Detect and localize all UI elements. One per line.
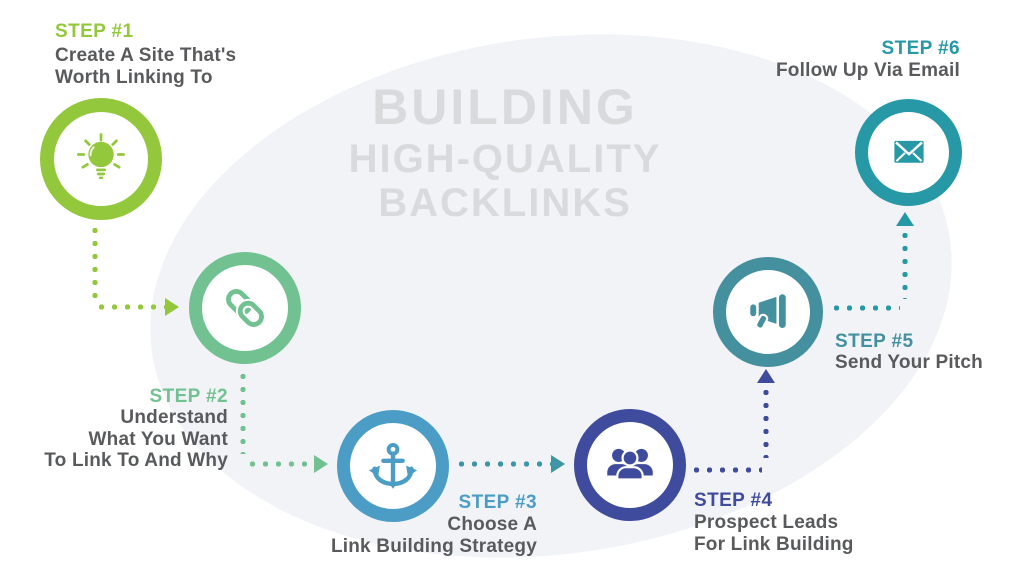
step-2-label: STEP #2	[149, 386, 228, 407]
envelope-icon	[893, 140, 924, 163]
arrow-right-icon	[165, 298, 179, 316]
step-2-line-3: To Link To And Why	[44, 450, 228, 471]
step-4-line-2: For Link Building	[694, 533, 854, 555]
step-4-line-1: Prospect Leads	[694, 512, 839, 533]
dotted-line-horizontal	[830, 305, 900, 311]
step-5-description: Send Your Pitch	[835, 352, 983, 374]
dotted-line-horizontal	[690, 467, 762, 473]
step-6-description: Follow Up Via Email	[740, 60, 960, 82]
chain-link-icon	[226, 289, 266, 329]
watermark-title: BUILDING HIGH-QUALITY BACKLINKS	[250, 82, 760, 223]
watermark-line-3: BACKLINKS	[378, 181, 632, 225]
step-1-label: STEP #1	[55, 21, 134, 42]
dotted-line-horizontal	[455, 461, 551, 467]
dotted-line-vertical	[902, 229, 908, 299]
step-4-description: Prospect Leads For Link Building	[694, 512, 854, 555]
step-3-circle	[337, 410, 449, 522]
step-3-description: Choose A Link Building Strategy	[297, 514, 537, 557]
watermark-line-2: HIGH-QUALITY	[348, 137, 662, 181]
step-2-description: Understand What You Want To Link To And …	[8, 407, 228, 472]
anchor-icon	[368, 443, 418, 489]
step-6-line-1: Follow Up Via Email	[776, 60, 960, 81]
arrow-right-icon	[551, 455, 565, 473]
dotted-line-vertical	[763, 386, 769, 458]
watermark-line-1: BUILDING	[372, 79, 638, 135]
lightbulb-icon	[76, 133, 126, 179]
step-6-circle	[855, 99, 962, 206]
arrow-up-icon	[757, 369, 775, 383]
dotted-line-vertical	[92, 224, 98, 300]
arrow-right-icon	[314, 455, 328, 473]
dotted-line-vertical	[240, 370, 246, 454]
step-1-line-1: Create A Site That's	[55, 45, 237, 66]
step-5-line-1: Send Your Pitch	[835, 352, 983, 373]
arrow-up-icon	[896, 212, 914, 226]
step-5-label: STEP #5	[835, 331, 914, 352]
step-4-label: STEP #4	[694, 490, 773, 511]
step-2-line-2: What You Want	[88, 428, 228, 450]
step-1-line-2: Worth Linking To	[55, 66, 213, 88]
step-3-line-1: Choose A	[447, 514, 537, 535]
dotted-line-horizontal	[246, 461, 314, 467]
megaphone-icon	[750, 294, 786, 330]
dotted-line-horizontal	[95, 304, 165, 310]
step-6-label: STEP #6	[881, 38, 960, 59]
step-2-line-1: Understand	[120, 407, 228, 428]
step-1-description: Create A Site That's Worth Linking To	[55, 45, 236, 88]
step-3-line-2: Link Building Strategy	[330, 535, 537, 557]
step-3-label: STEP #3	[458, 492, 537, 513]
people-group-icon	[607, 448, 653, 481]
